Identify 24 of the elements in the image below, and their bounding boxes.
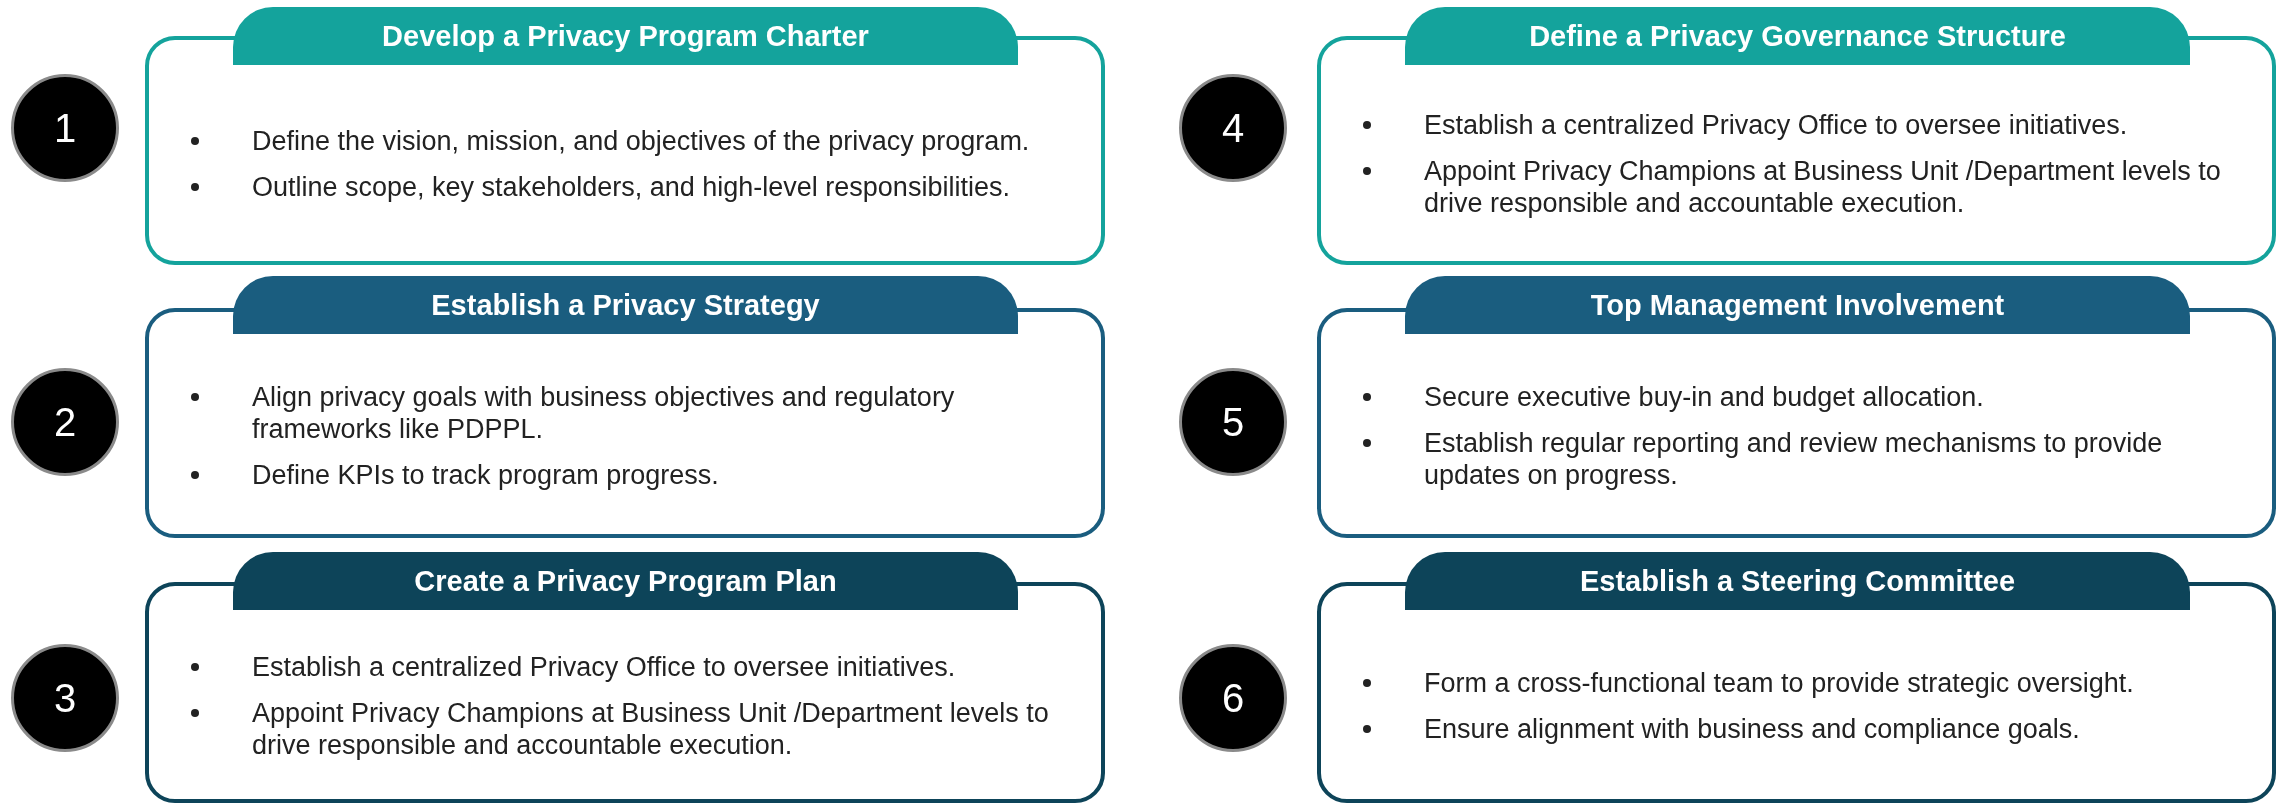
- bullet-text: Appoint Privacy Champions at Business Unit /Department levels to drive responsible and accountable execution.: [1424, 155, 2221, 218]
- bullet-text: Establish regular reporting and review mechanisms to provide updates on progress.: [1424, 428, 2163, 490]
- bullet-text: Ensure alignment with business and compliance goals.: [1424, 713, 2080, 744]
- step-number-circle: 6: [1179, 644, 1287, 752]
- step-number-circle: 1: [11, 74, 119, 182]
- card-heading: Develop a Privacy Program Charter: [233, 7, 1018, 65]
- bullet-text: Establish a centralized Privacy Office to oversee initiatives.: [252, 651, 956, 682]
- step-number-circle: 2: [11, 368, 119, 476]
- bullet-text: Secure executive buy-in and budget allocation.: [1424, 382, 1984, 412]
- card-heading: Create a Privacy Program Plan: [233, 552, 1018, 610]
- card-heading: Establish a Steering Committee: [1405, 552, 2190, 610]
- card-heading: Establish a Privacy Strategy: [233, 276, 1018, 334]
- bullet-text: Outline scope, key stakeholders, and high-level responsibilities.: [252, 171, 1010, 202]
- bullet-text: Form a cross-functional team to provide strategic oversight.: [1424, 667, 2134, 698]
- step-number-circle: 3: [11, 644, 119, 752]
- step-number-circle: 5: [1179, 368, 1287, 476]
- bullet-text: Align privacy goals with business objectives and regulatory frameworks like PDPPL.: [252, 382, 955, 444]
- bullet-text: Define KPIs to track program progress.: [252, 460, 719, 490]
- bullet-text: Appoint Privacy Champions at Business Unit /Department levels to drive responsible and accountable execution.: [252, 697, 1049, 760]
- card-heading: Define a Privacy Governance Structure: [1405, 7, 2190, 65]
- bullet-text: Define the vision, mission, and objectives of the privacy program.: [252, 125, 1030, 156]
- card-heading: Top Management Involvement: [1405, 276, 2190, 334]
- step-number-circle: 4: [1179, 74, 1287, 182]
- bullet-text: Establish a centralized Privacy Office to oversee initiatives.: [1424, 109, 2128, 140]
